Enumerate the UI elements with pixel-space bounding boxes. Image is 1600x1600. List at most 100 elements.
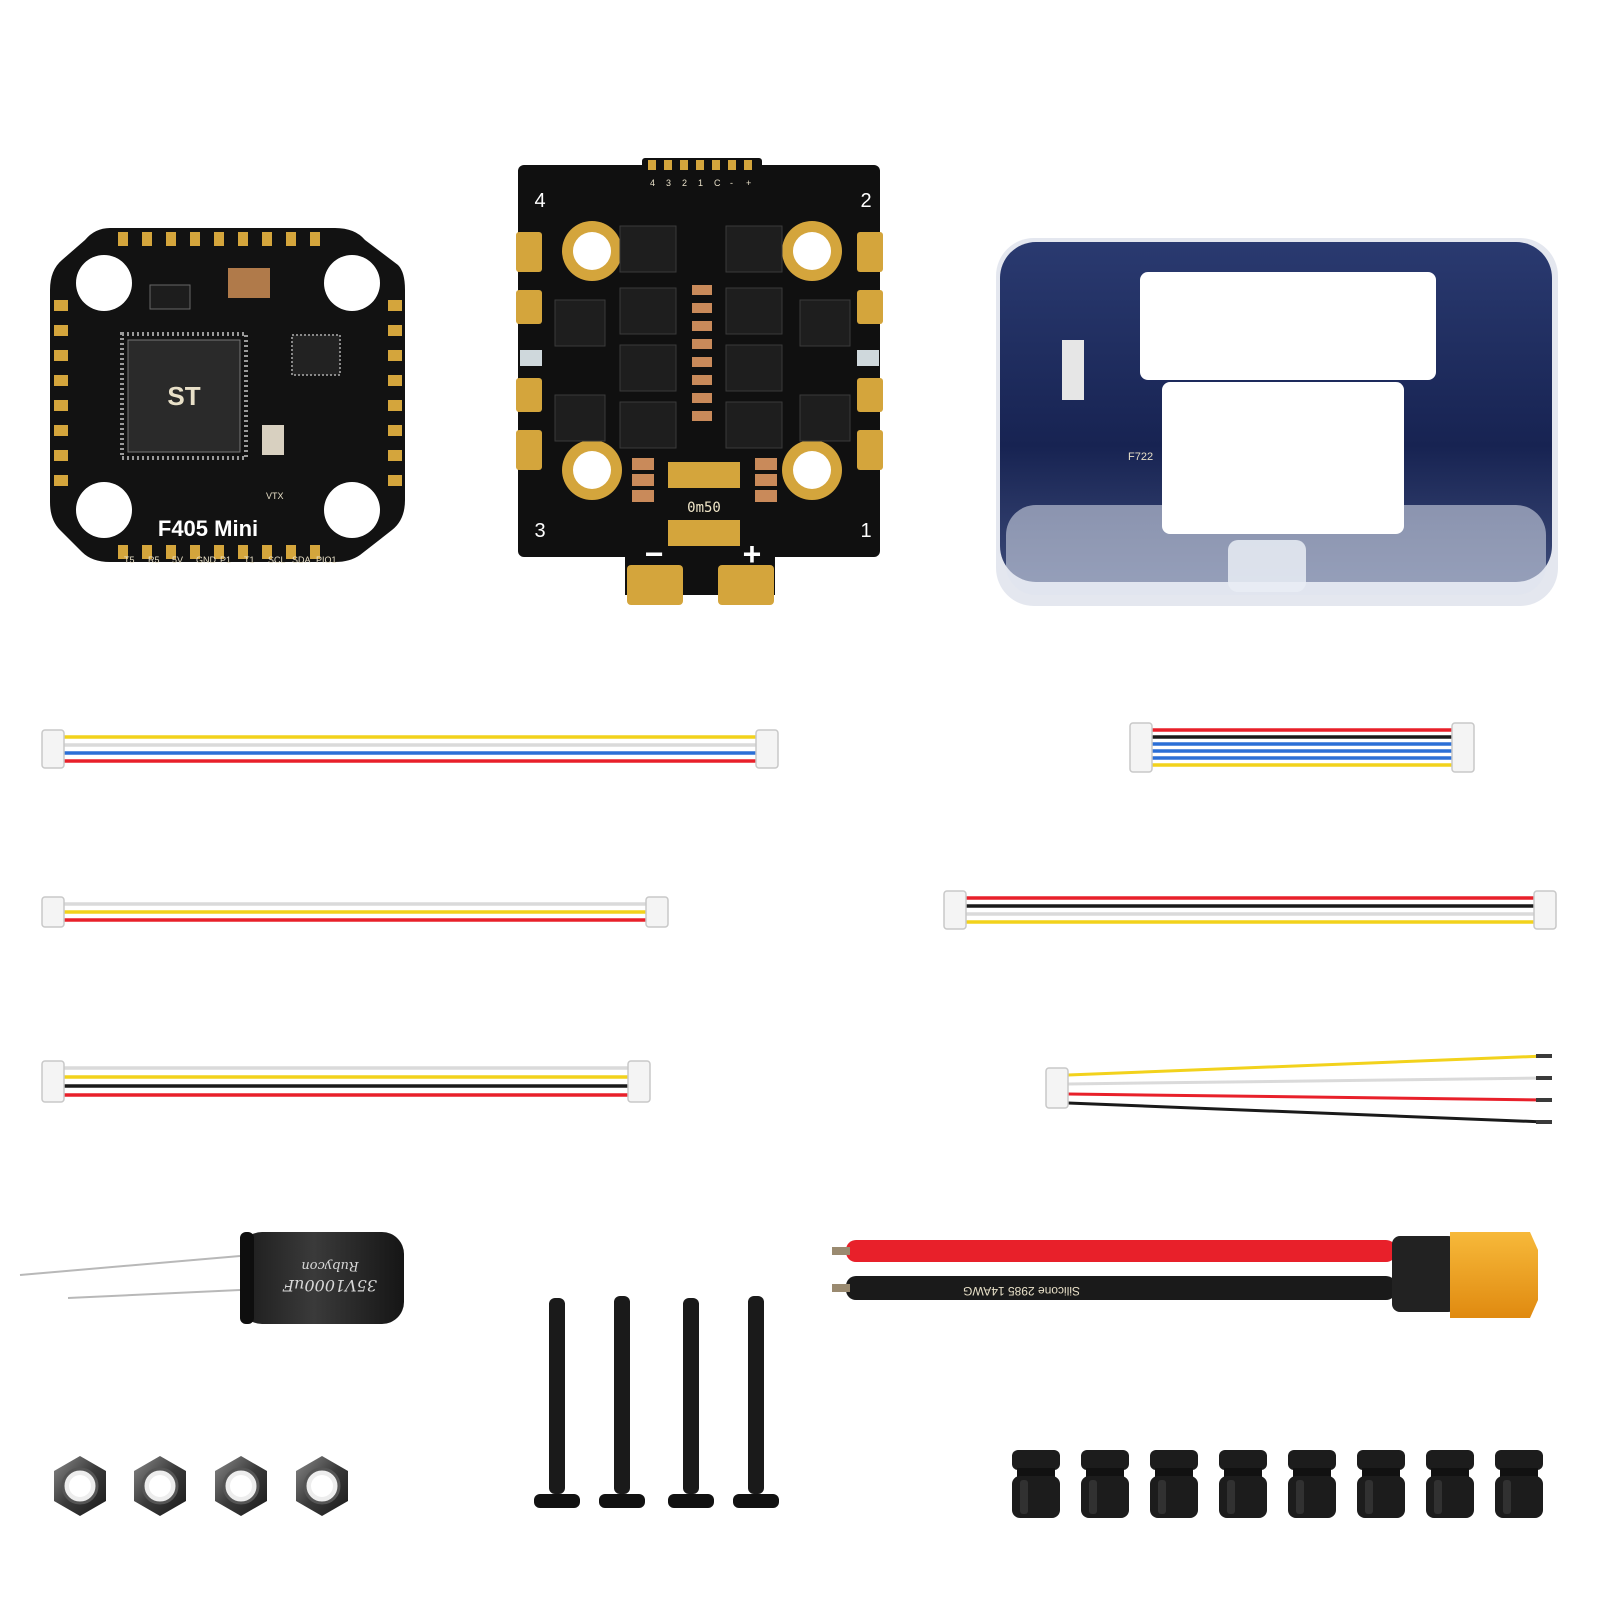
cable-wire bbox=[1067, 1101, 1546, 1124]
power-cable-xt60: Silicone 2985 14AWG bbox=[832, 1232, 1538, 1318]
box-foam-pad-top bbox=[1140, 272, 1436, 380]
esc-header-pins bbox=[648, 160, 752, 170]
hex-nut bbox=[215, 1456, 267, 1516]
cable-wire bbox=[1067, 1092, 1546, 1102]
fc-mcu-chip: ST bbox=[120, 332, 248, 460]
svg-text:ST: ST bbox=[167, 381, 200, 411]
screw-set bbox=[534, 1296, 779, 1508]
jst-connector bbox=[1045, 1067, 1069, 1109]
fc-regulator bbox=[149, 284, 191, 310]
box-foam-pad-bottom bbox=[1162, 382, 1404, 534]
screw-1 bbox=[534, 1298, 580, 1508]
cable-3pin-a bbox=[62, 902, 648, 922]
power-wire-print: Silicone 2985 14AWG bbox=[963, 1284, 1080, 1298]
esc-plus-label: + bbox=[743, 536, 762, 572]
rubber-grommet bbox=[1012, 1450, 1060, 1518]
fc-edge-label: R5 bbox=[148, 555, 160, 565]
screw-4 bbox=[733, 1296, 779, 1508]
grommet-set bbox=[1012, 1450, 1543, 1518]
screw-3 bbox=[668, 1298, 714, 1508]
fc-edge-label: T5 bbox=[124, 555, 135, 565]
rubber-grommet bbox=[1357, 1450, 1405, 1518]
hex-nut bbox=[54, 1456, 106, 1516]
rubber-grommet bbox=[1081, 1450, 1129, 1518]
capacitor: 35V1000uF Rubycon bbox=[19, 1232, 404, 1324]
capacitor-rating-label: 35V1000uF bbox=[282, 1276, 377, 1295]
rubber-grommet bbox=[1426, 1450, 1474, 1518]
esc-header-label: 1 bbox=[698, 178, 703, 188]
jst-connector bbox=[755, 729, 779, 769]
rubber-grommet bbox=[1288, 1450, 1336, 1518]
esc-mounting-holes bbox=[562, 221, 842, 500]
esc-header-label: C bbox=[714, 178, 721, 188]
esc-right-cap bbox=[857, 350, 879, 366]
esc-header-label: 2 bbox=[682, 178, 687, 188]
hex-nut bbox=[134, 1456, 186, 1516]
esc-shunt-bottom bbox=[668, 520, 740, 546]
fc-edge-pads bbox=[54, 232, 402, 559]
screw-2 bbox=[599, 1296, 645, 1508]
cable-wire bbox=[1067, 1076, 1546, 1086]
jst-connector bbox=[1129, 722, 1153, 773]
cable-3pin-b bbox=[964, 896, 1536, 924]
cable-pigtail bbox=[1067, 1054, 1552, 1124]
esc-corner-4: 4 bbox=[534, 190, 545, 212]
fc-edge-label: SDA bbox=[292, 555, 311, 565]
jst-connector bbox=[943, 890, 967, 930]
plastic-storage-box: F722 bbox=[996, 238, 1558, 606]
fc-edge-label: 5V bbox=[172, 555, 183, 565]
box-board-label: F722 bbox=[1128, 451, 1153, 463]
xt60-connector bbox=[1450, 1232, 1538, 1318]
esc-corner-2: 2 bbox=[860, 190, 871, 212]
jst-connector bbox=[1533, 890, 1557, 930]
box-latch bbox=[1228, 540, 1306, 592]
rubber-grommet bbox=[1495, 1450, 1543, 1518]
cable-4pin-c bbox=[62, 1066, 630, 1097]
esc-side-caps bbox=[632, 458, 777, 502]
jst-connector bbox=[645, 896, 669, 928]
fc-mounting-holes bbox=[76, 255, 380, 538]
cable-short-6pin bbox=[1150, 728, 1454, 767]
cable-long-4pin bbox=[62, 735, 758, 763]
esc-corner-3: 3 bbox=[534, 520, 545, 542]
box-connector bbox=[1062, 340, 1084, 400]
esc-minus-label: − bbox=[645, 536, 664, 572]
esc-header-label: 4 bbox=[650, 178, 655, 188]
jst-connector bbox=[41, 1060, 65, 1103]
fc-edge-label: T1 bbox=[244, 555, 255, 565]
esc-corner-1: 1 bbox=[860, 520, 871, 542]
jst-connector bbox=[41, 896, 65, 928]
jst-connector bbox=[41, 729, 65, 769]
esc-motor-pads bbox=[516, 232, 883, 605]
cable-wire bbox=[1067, 1054, 1546, 1077]
fc-edge-label: PIO1 bbox=[316, 555, 337, 565]
esc-header-label: 3 bbox=[666, 178, 671, 188]
esc-resistor-column bbox=[692, 285, 712, 421]
rubber-grommet bbox=[1219, 1450, 1267, 1518]
hex-nut bbox=[296, 1456, 348, 1516]
esc-shunt-top bbox=[668, 462, 740, 488]
fc-crystal bbox=[262, 425, 284, 455]
fc-model-label: F405 Mini bbox=[158, 516, 258, 541]
esc-header-label: + bbox=[746, 178, 751, 188]
capacitor-brand-label: Rubycon bbox=[301, 1258, 359, 1273]
fc-edge-label: P1 bbox=[220, 555, 231, 565]
nut-set bbox=[54, 1456, 348, 1516]
fc-edge-label: GND bbox=[196, 555, 217, 565]
esc-header-label: - bbox=[730, 178, 733, 188]
jst-connector bbox=[1451, 722, 1475, 773]
esc-left-cap bbox=[520, 350, 542, 366]
esc-shunt-label: 0m50 bbox=[687, 500, 721, 516]
esc-board: 4 3 2 1 C- + bbox=[516, 158, 883, 605]
jst-connector bbox=[627, 1060, 651, 1103]
rubber-grommet bbox=[1150, 1450, 1198, 1518]
fc-edge-label: SCL bbox=[268, 555, 286, 565]
fc-vtx-label: VTX bbox=[266, 491, 284, 501]
fc-gyro-chip bbox=[291, 334, 341, 376]
fc-inductor bbox=[228, 268, 270, 298]
